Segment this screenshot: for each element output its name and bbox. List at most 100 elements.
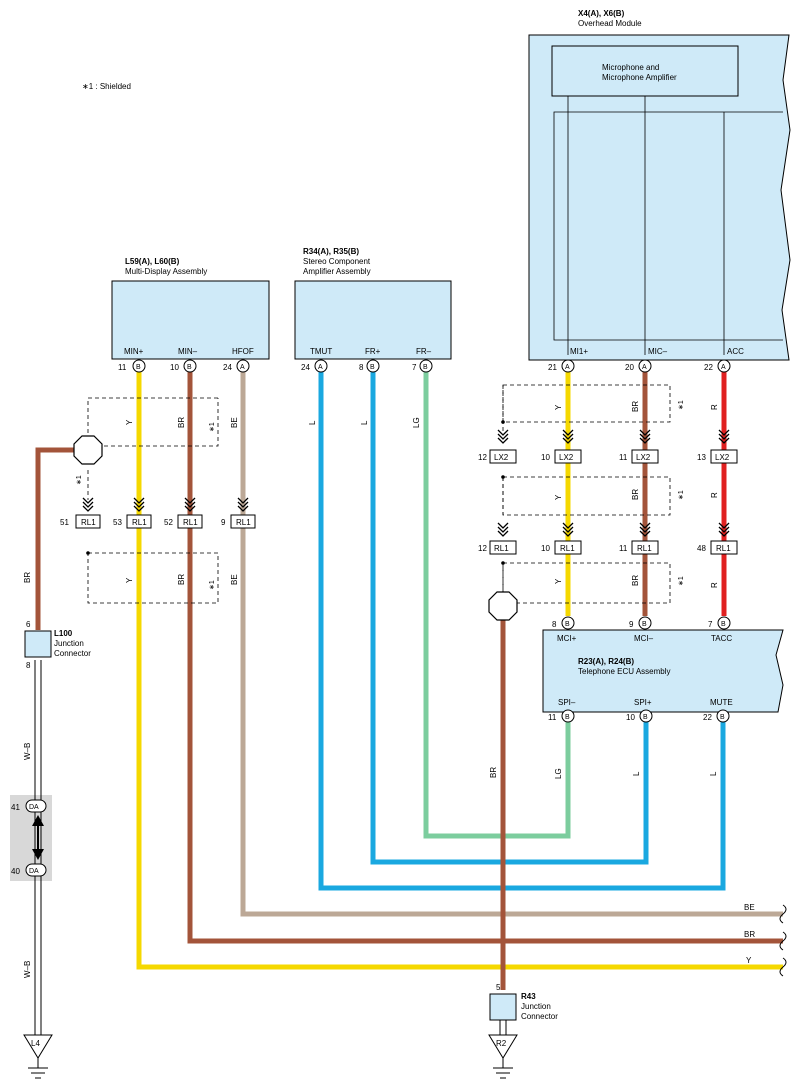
svg-text:24: 24 bbox=[223, 363, 232, 372]
svg-text:RL1: RL1 bbox=[637, 544, 652, 553]
edge-label-y: Y bbox=[746, 956, 752, 965]
label-r-oh3: R bbox=[710, 582, 719, 588]
pin-label-tmut: TMUT bbox=[310, 347, 332, 356]
pin-label-fr-minus: FR– bbox=[416, 347, 432, 356]
tel-code: R23(A), R24(B) bbox=[578, 657, 634, 666]
label-br-mda-low: BR bbox=[177, 574, 186, 585]
overhead-code: X4(A), X6(B) bbox=[578, 9, 625, 18]
wire-l-tmut-mute bbox=[318, 366, 726, 891]
pin-label-min-minus: MIN– bbox=[178, 347, 198, 356]
label-y-mda-low: Y bbox=[125, 577, 134, 583]
shield-mark-oh2: ∗1 bbox=[678, 490, 685, 500]
svg-text:41: 41 bbox=[11, 803, 20, 812]
pin-min-minus: 10 B bbox=[170, 359, 197, 373]
shield-note: ∗1 : Shielded bbox=[82, 82, 131, 91]
svg-text:10: 10 bbox=[626, 713, 635, 722]
label-l-mute: L bbox=[709, 771, 718, 776]
pin-mi1-plus: 21 A bbox=[548, 359, 575, 373]
label-lg-spi: LG bbox=[554, 768, 563, 779]
wire-lg-fr-minus-spi-minus bbox=[423, 366, 571, 839]
label-wb-upper: W–B bbox=[23, 743, 32, 760]
svg-text:10: 10 bbox=[170, 363, 179, 372]
svg-text:7: 7 bbox=[708, 620, 713, 629]
shield-mark-oh1: ∗1 bbox=[678, 400, 685, 410]
svg-text:51: 51 bbox=[60, 518, 69, 527]
chevron-markers-lx2 bbox=[497, 429, 730, 444]
da-pin-bottom: 40 DA bbox=[11, 863, 47, 877]
junction-rl1-9: 9 RL1 bbox=[221, 514, 256, 529]
label-wb-lower: W–B bbox=[23, 961, 32, 978]
svg-text:10: 10 bbox=[541, 544, 550, 553]
svg-text:52: 52 bbox=[164, 518, 173, 527]
stereo-name-1: Stereo Component bbox=[303, 257, 371, 266]
svg-text:B: B bbox=[187, 364, 192, 371]
svg-text:RL1: RL1 bbox=[560, 544, 575, 553]
svg-text:40: 40 bbox=[11, 867, 20, 876]
junction-lx2-13: 13 LX2 bbox=[697, 449, 738, 464]
svg-text:20: 20 bbox=[625, 363, 634, 372]
shield-ground-octagon-right bbox=[488, 591, 518, 621]
label-br-oh1: BR bbox=[631, 401, 640, 412]
svg-text:11: 11 bbox=[619, 544, 628, 553]
pin-label-mi1: MI1+ bbox=[570, 347, 588, 356]
label-r-oh2: R bbox=[710, 492, 719, 498]
r43-name-2: Connector bbox=[521, 1012, 558, 1021]
svg-text:R2: R2 bbox=[496, 1039, 507, 1048]
l100-name-2: Connector bbox=[54, 649, 91, 658]
svg-text:9: 9 bbox=[629, 620, 634, 629]
pin-label-hfof: HFOF bbox=[232, 347, 254, 356]
svg-text:7: 7 bbox=[412, 363, 417, 372]
chevron-markers-left bbox=[82, 497, 249, 512]
pin-tacc: 7 B bbox=[708, 616, 731, 630]
mic-amplifier-box bbox=[551, 45, 739, 97]
svg-text:48: 48 bbox=[697, 544, 706, 553]
label-y-oh1: Y bbox=[554, 404, 563, 410]
svg-text:B: B bbox=[370, 364, 375, 371]
pin-fr-plus: 8 B bbox=[359, 359, 380, 373]
svg-text:B: B bbox=[720, 714, 725, 721]
svg-text:8: 8 bbox=[552, 620, 557, 629]
junction-rl1-r12: 12 RL1 bbox=[478, 540, 517, 555]
l100-pin-top: 6 bbox=[26, 620, 31, 629]
ground-l4: L4 bbox=[23, 1034, 53, 1079]
label-br-shield-left: BR bbox=[23, 572, 32, 583]
mda-code: L59(A), L60(B) bbox=[125, 257, 180, 266]
mic-amp-line2: Microphone Amplifier bbox=[602, 73, 677, 82]
overhead-inner-box bbox=[553, 111, 783, 341]
pin-label-min-plus: MIN+ bbox=[124, 347, 144, 356]
svg-text:RL1: RL1 bbox=[716, 544, 731, 553]
shield-mark-oh3: ∗1 bbox=[678, 576, 685, 586]
da-pin-top: 41 DA bbox=[11, 799, 47, 813]
shield-dot-oh2 bbox=[501, 475, 505, 479]
svg-text:A: A bbox=[565, 364, 570, 371]
svg-text:LX2: LX2 bbox=[559, 453, 574, 462]
label-br-shield-right: BR bbox=[489, 767, 498, 778]
svg-text:8: 8 bbox=[359, 363, 364, 372]
pin-label-mic: MIC– bbox=[648, 347, 668, 356]
wire-cut-marks bbox=[779, 904, 787, 977]
svg-text:DA: DA bbox=[29, 804, 39, 811]
l100-name-1: Junction bbox=[54, 639, 84, 648]
svg-text:10: 10 bbox=[541, 453, 550, 462]
pin-label-mci-plus: MCI+ bbox=[557, 634, 577, 643]
pin-label-mute: MUTE bbox=[710, 698, 733, 707]
label-lg-fr: LG bbox=[412, 417, 421, 428]
svg-text:53: 53 bbox=[113, 518, 122, 527]
svg-text:RL1: RL1 bbox=[183, 518, 198, 527]
pin-label-spi-minus: SPI– bbox=[558, 698, 576, 707]
stereo-code: R34(A), R35(B) bbox=[303, 247, 359, 256]
shield-box-oh1 bbox=[502, 384, 671, 423]
ground-r2: R2 bbox=[488, 1034, 518, 1079]
svg-text:B: B bbox=[721, 621, 726, 628]
r43-name-1: Junction bbox=[521, 1002, 551, 1011]
pin-label-fr-plus: FR+ bbox=[365, 347, 381, 356]
shield-mark-left: ∗1 bbox=[76, 475, 83, 485]
svg-text:DA: DA bbox=[29, 868, 39, 875]
junction-lx2-12: 12 LX2 bbox=[478, 449, 517, 464]
label-l-spi: L bbox=[632, 771, 641, 776]
pin-hfof: 24 A bbox=[223, 359, 250, 373]
pin-min-plus: 11 B bbox=[118, 359, 146, 373]
svg-text:A: A bbox=[318, 364, 323, 371]
shield-box-mda-bot bbox=[87, 552, 219, 604]
